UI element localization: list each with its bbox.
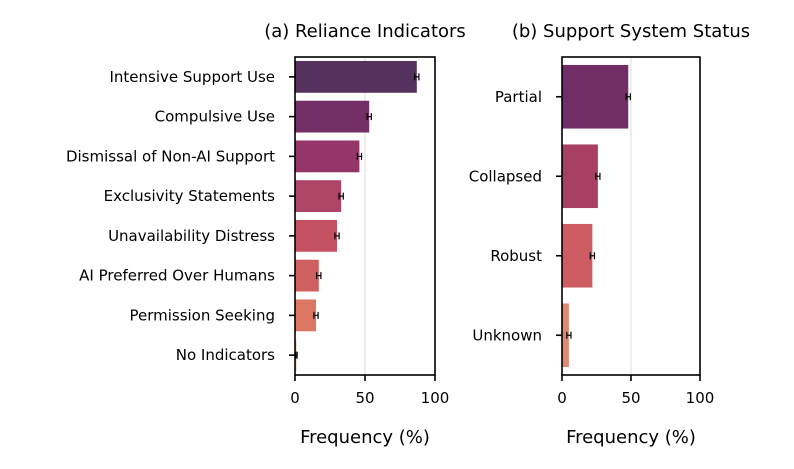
y-tick-label: Dismissal of Non-AI Support <box>66 147 275 165</box>
bar <box>295 60 417 93</box>
x-tick-label: 100 <box>686 389 715 407</box>
panel-a-x-axis-label: Frequency (%) <box>300 427 430 448</box>
bar <box>562 223 593 288</box>
panel-b-error-bars <box>566 93 631 339</box>
x-tick-label: 100 <box>421 389 450 407</box>
panel-b-title: (b) Support System Status <box>512 21 750 42</box>
bar <box>295 299 316 332</box>
y-tick-label: Exclusivity Statements <box>104 187 275 205</box>
y-tick-label: Partial <box>495 88 542 106</box>
panel-reliance-indicators: (a) Reliance Indicators Intensive Suppor… <box>66 21 466 448</box>
panel-b-bars <box>562 64 629 368</box>
bar <box>295 180 342 213</box>
panel-b-x-ticks: 0 50 100 <box>557 375 714 407</box>
bar <box>295 100 370 133</box>
y-tick-label: Collapsed <box>469 167 542 185</box>
bar <box>562 64 629 129</box>
panel-support-system-status: (b) Support System Status PartialCollaps… <box>469 21 750 448</box>
y-tick-label: Permission Seeking <box>129 306 275 324</box>
x-tick-label: 50 <box>355 389 374 407</box>
panel-a-error-bars <box>295 73 420 359</box>
y-tick-label: Unknown <box>472 326 542 344</box>
panel-a-x-ticks: 0 50 100 <box>290 375 449 407</box>
x-tick-label: 50 <box>621 389 640 407</box>
panel-a-bars <box>295 60 417 372</box>
x-tick-label: 0 <box>290 389 300 407</box>
y-tick-label: Robust <box>490 247 542 265</box>
bar <box>562 144 598 209</box>
bar <box>295 219 337 252</box>
y-tick-label: AI Preferred Over Humans <box>79 267 275 285</box>
y-tick-label: Intensive Support Use <box>110 68 276 86</box>
panel-a-title: (a) Reliance Indicators <box>264 21 466 42</box>
y-tick-label: Unavailability Distress <box>108 227 275 245</box>
bar <box>295 259 319 292</box>
x-tick-label: 0 <box>557 389 567 407</box>
y-tick-label: Compulsive Use <box>155 108 275 126</box>
bar <box>562 303 569 368</box>
bar <box>295 140 360 173</box>
panel-b-x-axis-label: Frequency (%) <box>566 427 696 448</box>
y-tick-label: No Indicators <box>176 346 275 364</box>
